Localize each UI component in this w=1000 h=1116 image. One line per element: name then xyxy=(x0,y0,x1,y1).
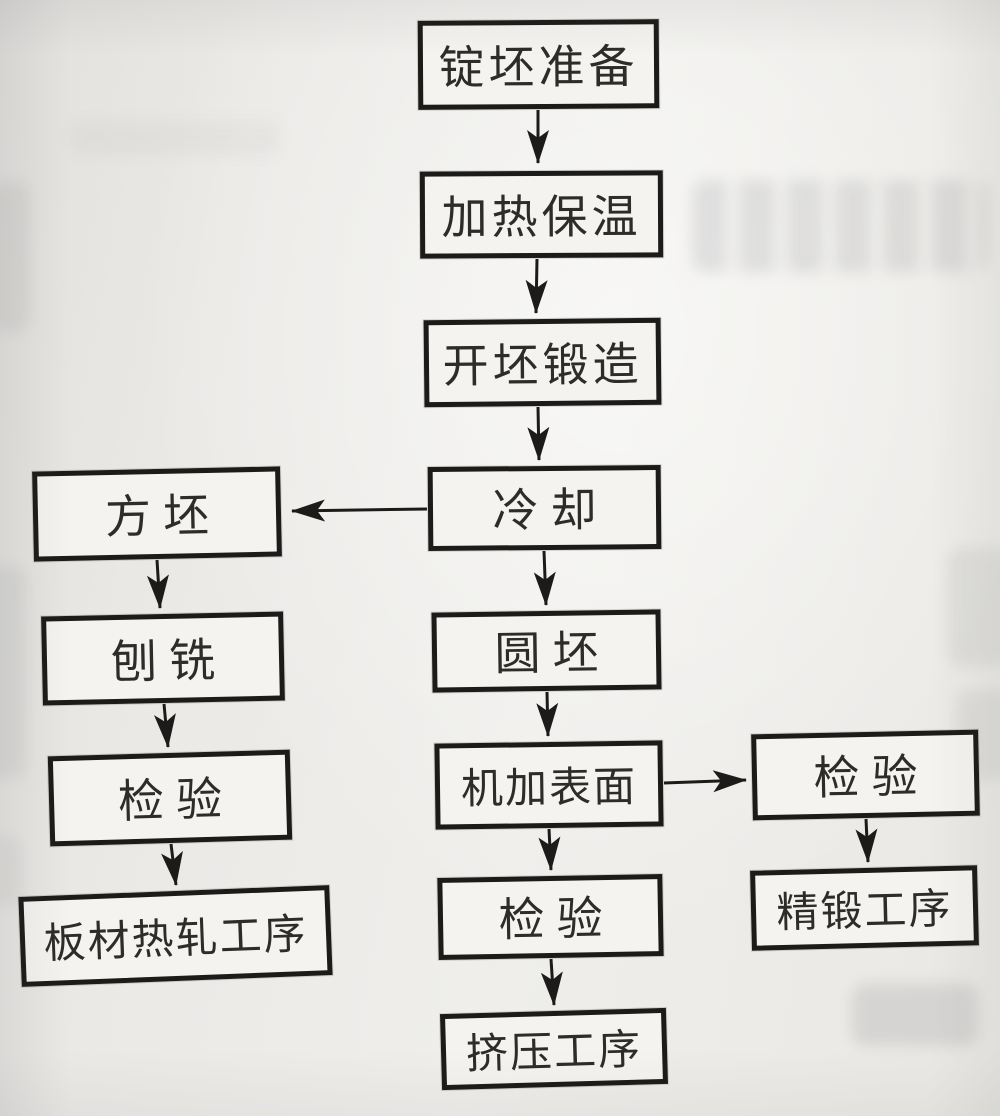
node-label: 检验 xyxy=(498,892,615,946)
node-label: 刨铣 xyxy=(110,634,228,688)
arrow-square-to-planing xyxy=(146,559,169,609)
node-label: 圆坯 xyxy=(494,627,611,680)
bleedthrough-mark xyxy=(0,836,22,906)
arrow-heat-to-breakdown xyxy=(525,258,548,314)
node-extrusion-process: 挤压工序 xyxy=(439,1007,669,1091)
node-label: 精锻工序 xyxy=(776,886,954,937)
node-square-billet: 方坯 xyxy=(32,466,282,562)
node-label: 板材热轧工序 xyxy=(42,911,309,968)
node-label: 方坯 xyxy=(104,489,222,544)
node-heating-holding: 加热保温 xyxy=(419,170,664,259)
bleedthrough-mark xyxy=(70,120,280,156)
node-label: 机加表面 xyxy=(460,764,638,813)
node-inspection-center: 检验 xyxy=(437,874,664,960)
node-plate-hot-rolling: 板材热轧工序 xyxy=(18,885,333,987)
node-round-billet: 圆坯 xyxy=(431,609,662,693)
node-label: 加热保温 xyxy=(441,190,642,244)
arrow-inspection-to-extrusion xyxy=(540,958,563,1006)
node-label: 冷却 xyxy=(492,484,609,537)
node-label: 锭坯准备 xyxy=(438,40,639,94)
arrow-planing-to-inspection xyxy=(153,703,176,748)
bleedthrough-mark xyxy=(0,566,26,778)
arrow-round-to-machining xyxy=(536,691,559,737)
bleedthrough-mark xyxy=(852,984,978,1046)
node-cooling: 冷却 xyxy=(427,464,662,552)
node-precision-forging: 精锻工序 xyxy=(750,865,979,951)
node-surface-machining: 机加表面 xyxy=(434,740,664,830)
arrow-cooling-to-round-billet xyxy=(533,550,556,606)
arrow-inspection-to-plate-rolling xyxy=(161,843,183,886)
arrow-machining-to-inspection-right xyxy=(663,770,747,793)
node-inspection-left: 检验 xyxy=(47,749,293,847)
node-inspection-right: 检验 xyxy=(751,729,980,821)
node-breakdown-forging: 开坯锻造 xyxy=(423,317,662,408)
bleedthrough-mark xyxy=(0,182,30,332)
node-label: 检验 xyxy=(117,773,235,828)
node-label: 检验 xyxy=(813,750,931,805)
arrow-machining-to-inspection-center xyxy=(538,828,561,871)
node-ingot-preparation: 锭坯准备 xyxy=(417,19,660,110)
node-label: 开坯锻造 xyxy=(442,338,643,392)
node-planing-milling: 刨铣 xyxy=(41,611,285,706)
node-label: 挤压工序 xyxy=(465,1027,643,1078)
arrow-breakdown-to-cooling xyxy=(527,406,550,461)
bleedthrough-mark xyxy=(692,180,988,272)
arrow-inspection-to-precision-forging xyxy=(855,818,878,863)
arrow-cooling-to-square-billet xyxy=(291,499,428,522)
bleedthrough-mark xyxy=(948,548,1000,666)
